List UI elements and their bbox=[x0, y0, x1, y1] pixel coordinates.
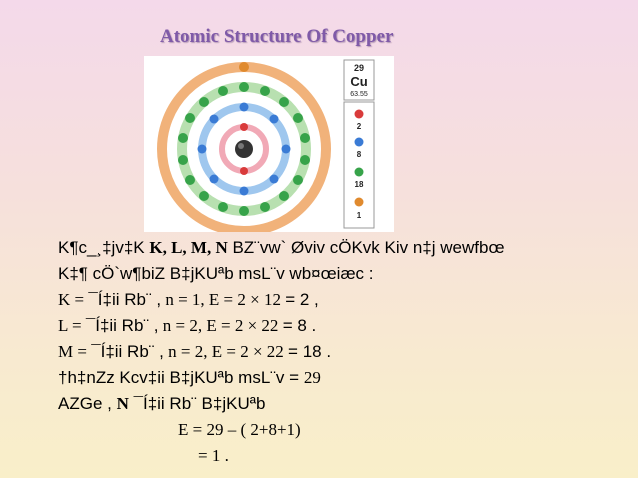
k-electrons bbox=[240, 123, 248, 175]
shell-count-m: 18 bbox=[355, 180, 364, 189]
element-card: 29 Cu 63.55 2 8 18 1 bbox=[343, 59, 375, 229]
body-line-5: M = ¯Í‡ii Rb¨ , n = 2, E = 2 × 22 = 18 . bbox=[58, 342, 332, 361]
body-line-4: L = ¯Í‡ii Rb¨ , n = 2, E = 2 × 22 = 8 . bbox=[58, 316, 317, 335]
atomic-mass: 63.55 bbox=[350, 91, 368, 98]
body-line-7: AZGe , N ¯Í‡ii Rb¨ B‡jKUªb bbox=[58, 394, 266, 413]
atomic-number: 29 bbox=[354, 63, 364, 73]
body-line-6: †h‡nZz Kcv‡ii B‡jKUªb msL¨v = 29 bbox=[58, 368, 321, 387]
nucleus bbox=[235, 140, 253, 158]
l-electrons bbox=[197, 102, 291, 196]
body-line-2: K‡¶ cÖ`w¶biZ B‡jKUªb msL¨v wb¤œiæc : bbox=[58, 264, 374, 283]
element-symbol: Cu bbox=[350, 74, 367, 89]
shell-count-k: 2 bbox=[357, 122, 362, 131]
body-line-3: K = ¯Í‡ii Rb¨ , n = 1, E = 2 × 12 = 2 , bbox=[58, 290, 319, 309]
bohr-model: 29 Cu 63.55 2 8 18 1 bbox=[157, 59, 375, 232]
copper-atom-diagram: 29 Cu 63.55 2 8 18 1 bbox=[144, 56, 394, 232]
body-line-9: = 1 . bbox=[198, 446, 229, 465]
slide-title: Atomic Structure Of Copper bbox=[160, 26, 394, 47]
shell-count-n: 1 bbox=[357, 211, 362, 220]
body-line-1: K¶c_¸‡jv‡K K, L, M, N BZ¨vw` Øviv cÖKvk … bbox=[58, 238, 505, 257]
shell-count-l: 8 bbox=[357, 150, 362, 159]
n-electron bbox=[239, 62, 249, 72]
m-electrons bbox=[178, 82, 310, 216]
body-line-8: E = 29 – ( 2+8+1) bbox=[178, 420, 301, 439]
